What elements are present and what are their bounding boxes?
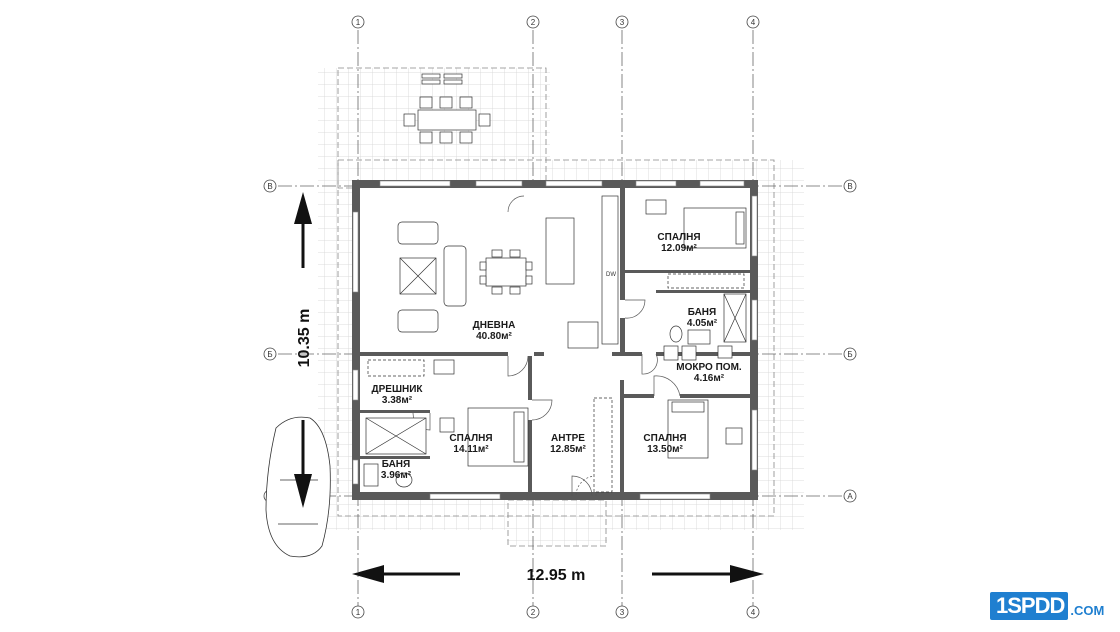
dimension-arrows [294, 192, 764, 583]
axis-row-v-right: В [847, 182, 852, 191]
axis-col-1-bottom: 1 [356, 608, 361, 617]
axis-row-a-right: А [847, 492, 853, 501]
closet-bedroom-sw-furniture [365, 359, 529, 467]
room-living-name: ДНЕВНА [473, 320, 516, 331]
room-closet-area: 3.38м² [382, 395, 413, 406]
room-bed-se-area: 13.50м² [647, 444, 683, 455]
axis-col-4-top: 4 [751, 18, 756, 27]
room-bed-sw-area: 14.11м² [453, 444, 489, 455]
bedroom-ne-furniture [645, 199, 747, 289]
room-laundry-area: 4.16м² [694, 373, 725, 384]
dimension-width: 12.95 m [527, 567, 586, 584]
site-logo[interactable]: 1SPDD .COM [990, 590, 1112, 622]
dimension-depth: 10.35 m [296, 309, 313, 368]
room-bath-w-name: БАНЯ [382, 459, 410, 470]
windows [352, 180, 758, 500]
laundry-fixtures [663, 345, 733, 361]
dishwasher-label: DW [606, 272, 616, 278]
axis-col-3-top: 3 [620, 18, 625, 27]
doors [412, 195, 681, 497]
room-living-area: 40.80м² [476, 331, 512, 342]
room-bed-ne-name: СПАЛНЯ [657, 232, 700, 243]
room-closet-name: ДРЕШНИК [371, 384, 423, 395]
room-laundry-name: МОКРО ПОМ. [676, 362, 742, 373]
room-bath-e-name: БАНЯ [688, 307, 716, 318]
room-bed-se-name: СПАЛНЯ [643, 433, 686, 444]
axis-row-v-left: В [267, 182, 272, 191]
west-bath-fixtures [363, 463, 413, 488]
east-bath-fixtures [669, 293, 747, 345]
logo-mark: 1SPDD [990, 592, 1069, 620]
axis-row-b-right: Б [847, 350, 852, 359]
room-bath-w-area: 3.96м² [381, 470, 412, 481]
axis-col-3-bottom: 3 [620, 608, 625, 617]
room-bath-e-area: 4.05м² [687, 318, 718, 329]
logo-suffix: .COM [1070, 602, 1105, 618]
room-hall-area: 12.85м² [550, 444, 586, 455]
axis-row-b-left: Б [267, 350, 272, 359]
bedroom-se-furniture [593, 397, 743, 493]
terrace-dining-set [403, 73, 491, 144]
axis-col-2-bottom: 2 [531, 608, 536, 617]
axis-col-1-top: 1 [356, 18, 361, 27]
room-bed-sw-name: СПАЛНЯ [449, 433, 492, 444]
axis-col-2-top: 2 [531, 18, 536, 27]
axis-col-4-bottom: 4 [751, 608, 756, 617]
room-hall-name: АНТРЕ [551, 433, 585, 444]
room-bed-ne-area: 12.09м² [661, 243, 697, 254]
living-furniture [397, 195, 619, 349]
